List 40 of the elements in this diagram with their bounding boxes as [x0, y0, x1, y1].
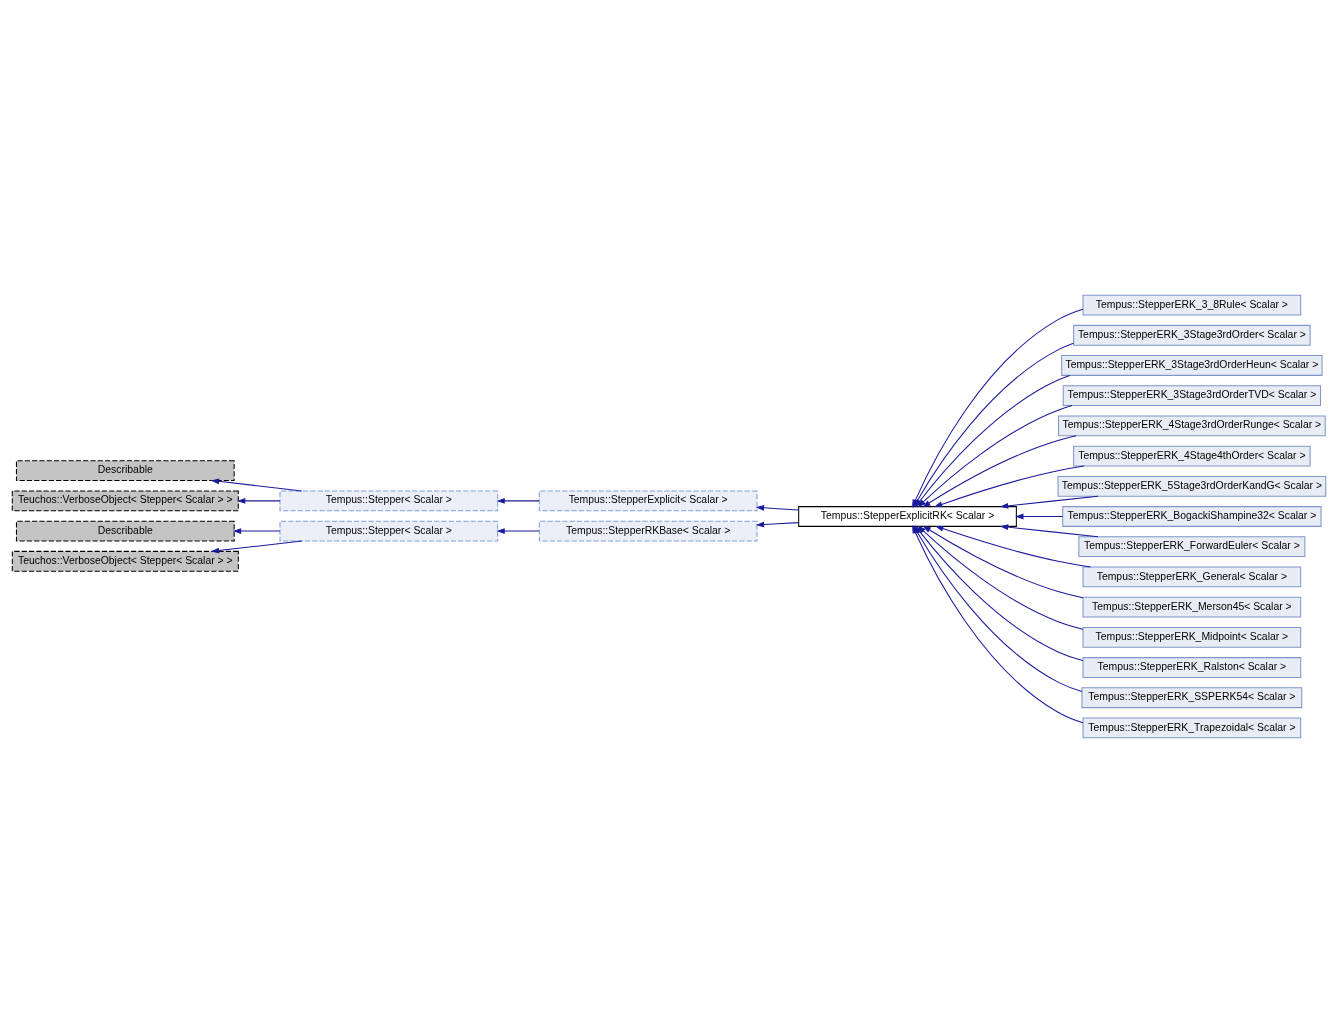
arrow [210, 478, 303, 491]
node-box: Tempus::StepperERK_Midpoint< Scalar > [1082, 626, 1302, 648]
node-box: Tempus::Stepper< Scalar > [279, 520, 499, 541]
arrow [999, 495, 1099, 509]
arrow [922, 525, 1084, 598]
node-box: Teuchos::VerboseObject< Stepper< Scalar > > [11, 550, 239, 572]
arrow [496, 527, 540, 534]
arrow [933, 465, 1085, 507]
node-box: Tempus::StepperERK_3Stage3rdOrderTVD< Scalar > [1062, 384, 1321, 406]
arrow [210, 540, 303, 553]
arrow [922, 434, 1077, 507]
arrow [999, 523, 1099, 537]
node-box: Tempus::StepperERK_5Stage3rdOrderKandG< Scalar > [1057, 475, 1327, 497]
node-box: Tempus::StepperERK_Ralston< Scalar > [1082, 656, 1302, 678]
arrow [1015, 513, 1063, 519]
arrow [935, 525, 1091, 567]
node-box: Tempus::StepperERK_3_8Rule< Scalar > [1082, 294, 1302, 315]
node-box: Tempus::StepperERK_Merson45< Scalar > [1082, 596, 1302, 618]
arrow [232, 527, 281, 534]
arrow [496, 497, 540, 504]
node-box: Tempus::StepperERK_Trapezoidal< Scalar > [1082, 717, 1302, 738]
node-box: Describable [15, 459, 235, 481]
node-box: Tempus::StepperERK_SSPERK54< Scalar > [1081, 686, 1303, 708]
node-box: Tempus::Stepper< Scalar > [279, 489, 499, 511]
node-box: Tempus::StepperExplicitRK< Scalar > [798, 505, 1017, 527]
node-box: Tempus::StepperERK_4Stage3rdOrderRunge< Scalar > [1058, 414, 1326, 436]
node-box: Tempus::StepperERK_General< Scalar > [1082, 566, 1302, 587]
node-box: Tempus::StepperRKBase< Scalar > [538, 520, 758, 541]
node-box: Tempus::StepperExplicit< Scalar > [538, 489, 758, 511]
node-box: Tempus::StepperERK_ForwardEuler< Scalar > [1078, 535, 1306, 557]
node-box: Tempus::StepperERK_4Stage4thOrder< Scalar > [1073, 445, 1311, 466]
node-box: Tempus::StepperERK_3Stage3rdOrderHeun< Scalar > [1061, 354, 1323, 376]
node-box: Tempus::StepperERK_BogackiShampine32< Scalar > [1062, 505, 1322, 527]
arrow [917, 404, 1073, 507]
node-box: Describable [15, 520, 235, 541]
node-box: Teuchos::VerboseObject< Stepper< Scalar > > [11, 489, 239, 511]
arrow [237, 497, 281, 504]
node-box: Tempus::StepperERK_3Stage3rdOrder< Scalar > [1073, 324, 1311, 346]
arrow [755, 504, 799, 511]
arrow [755, 521, 799, 527]
